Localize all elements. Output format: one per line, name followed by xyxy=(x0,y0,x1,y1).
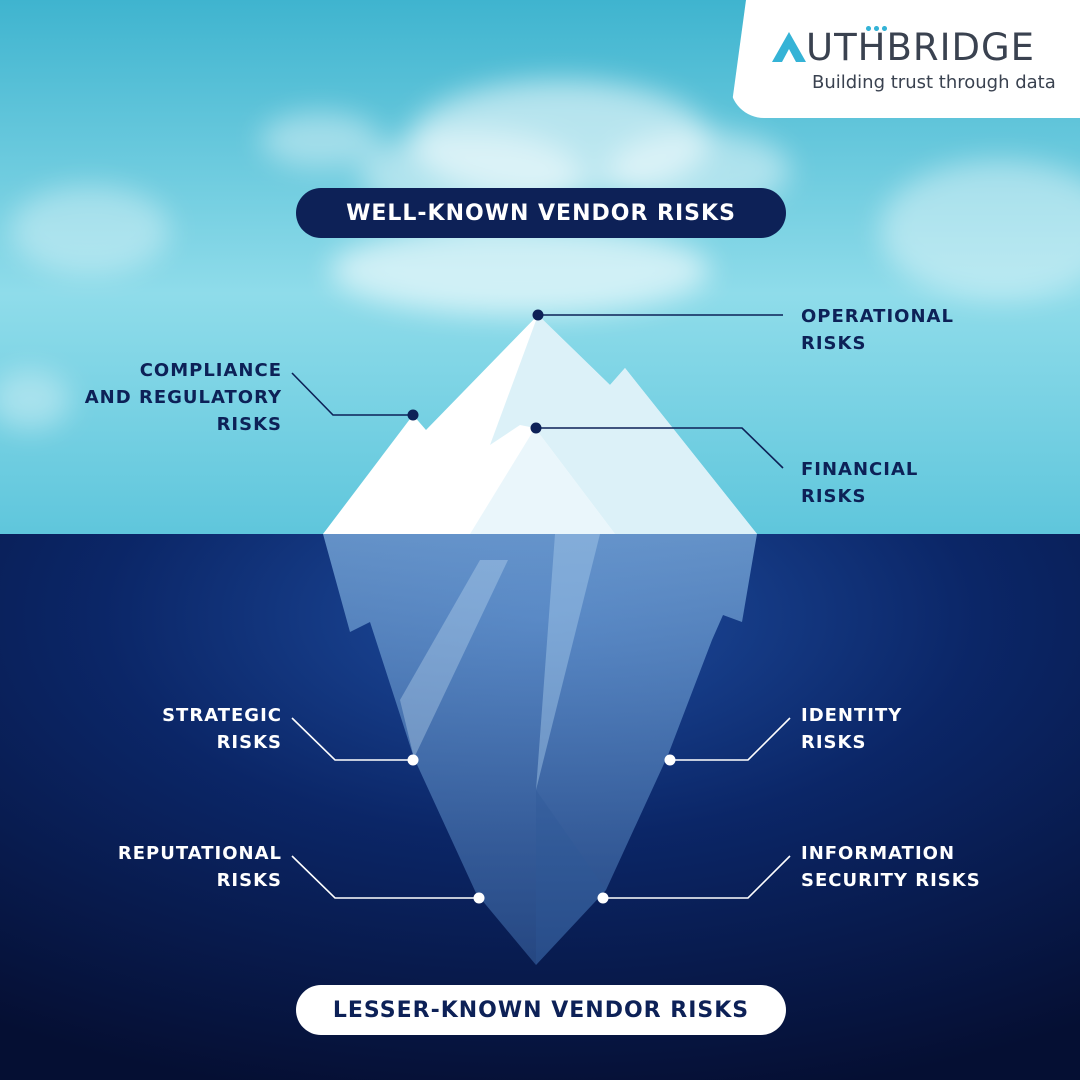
label-identity-risks: IDENTITY RISKS xyxy=(801,705,903,753)
dot-identity xyxy=(664,754,676,766)
label-strategic-risks: STRATEGIC RISKS xyxy=(162,705,282,753)
label-reputational-risks: REPUTATIONAL RISKS xyxy=(117,843,282,891)
brand-name: AUTHBRIDGE xyxy=(772,26,1035,69)
label-financial-risks: FINANCIAL RISKS xyxy=(801,459,919,507)
label-compliance-risks: COMPLIANCE AND REGULATORY RISKS xyxy=(84,360,282,435)
connectors-below xyxy=(291,717,791,899)
label-information-security-risks: INFORMATION SECURITY RISKS xyxy=(801,843,981,891)
brand-tagline: Building trust through data xyxy=(812,72,1056,93)
iceberg-base xyxy=(323,534,757,965)
dot-financial xyxy=(530,422,542,434)
well-known-heading: WELL-KNOWN VENDOR RISKS xyxy=(296,188,786,238)
logo-dots xyxy=(866,26,888,31)
dot-reputational xyxy=(473,892,485,904)
dots-above xyxy=(407,309,544,434)
connectors-above xyxy=(291,314,784,469)
lesser-known-heading: LESSER-KNOWN VENDOR RISKS xyxy=(296,985,786,1035)
dot-strategic xyxy=(407,754,419,766)
dot-operational xyxy=(532,309,544,321)
label-operational-risks: OPERATIONAL RISKS xyxy=(801,306,954,354)
logo-card: AUTHBRIDGE Building trust through data xyxy=(730,0,1080,118)
dot-compliance xyxy=(407,409,419,421)
clouds xyxy=(0,80,1080,430)
dots-below xyxy=(407,754,676,904)
dot-information-security xyxy=(597,892,609,904)
brand-name-rest: UTHBRIDGE xyxy=(806,26,1036,69)
brand-a-mark-icon xyxy=(772,32,806,62)
